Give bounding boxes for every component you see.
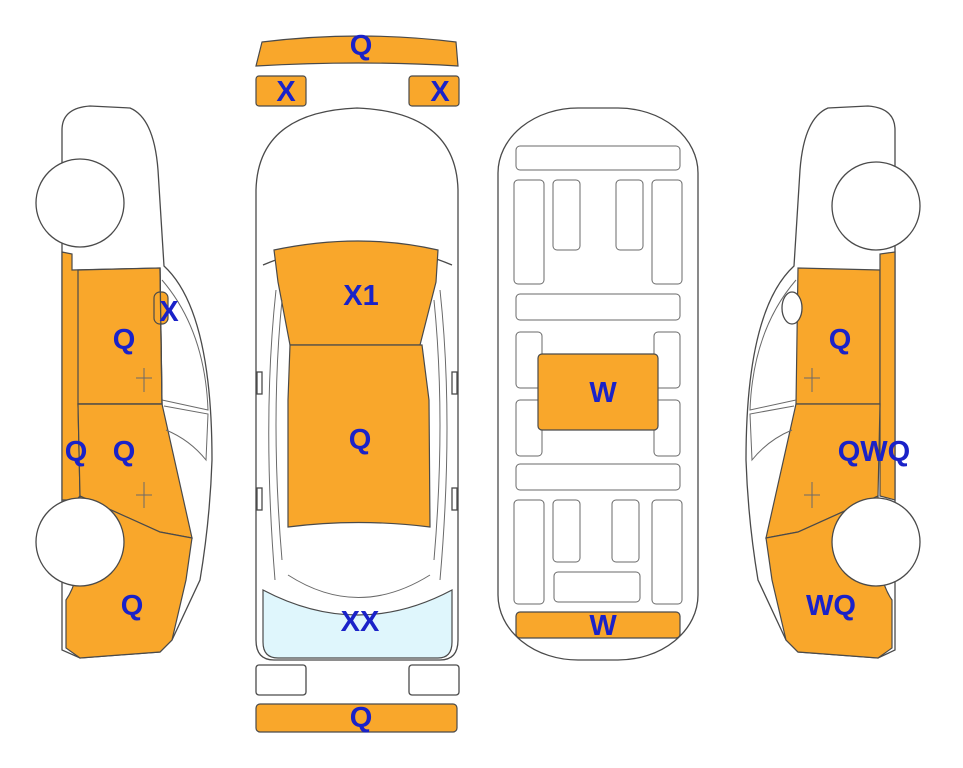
- underbody-right-rail-rear: [651, 499, 683, 605]
- left-front-wheel: [35, 158, 125, 248]
- rear-window-line: [287, 574, 431, 598]
- left-mirror-top: [256, 371, 263, 395]
- right-rear-wheel: [831, 497, 921, 587]
- right-mirror-top: [451, 371, 458, 395]
- right-headlight-panel[interactable]: [408, 75, 460, 107]
- underbody-front-bar: [515, 145, 681, 171]
- hood-panel[interactable]: [273, 240, 439, 346]
- label-right-rear-door: QWQ: [838, 436, 911, 468]
- left-side-contour: [268, 289, 277, 581]
- underbody-slot-3: [552, 499, 581, 563]
- right-handle-front: [804, 368, 820, 392]
- label-left-front-door: Q: [113, 324, 136, 356]
- left-handle-front: [136, 368, 152, 392]
- left-taillight: [255, 664, 307, 696]
- label-front-bumper: Q: [350, 30, 373, 62]
- label-hood: X1: [343, 280, 378, 312]
- right-window: [749, 279, 797, 411]
- underbody-rear-bar: [553, 571, 641, 603]
- label-roof: Q: [349, 424, 372, 456]
- label-left-rear-fender: Q: [121, 590, 144, 622]
- left-side-view: [35, 105, 213, 659]
- roof-panel[interactable]: [287, 344, 431, 528]
- label-left-rocker: Q: [65, 436, 88, 468]
- underbody-view: [497, 107, 699, 661]
- underbody-cross-bar-1: [515, 293, 681, 321]
- underbody-slot-4: [611, 499, 640, 563]
- right-side-view: [745, 105, 921, 659]
- label-left-headlight: X: [276, 76, 296, 108]
- left-door-split: [159, 267, 163, 405]
- right-handle-rear: [804, 482, 820, 508]
- right-mirror: [781, 291, 803, 325]
- underbody-slot-1: [552, 179, 581, 251]
- rear-bumper-panel[interactable]: [255, 703, 458, 733]
- left-headlight-panel[interactable]: [255, 75, 307, 107]
- top-view: [255, 35, 460, 733]
- label-underbody-center: W: [589, 377, 617, 409]
- right-side-contour: [439, 289, 448, 581]
- label-rear-window: XX: [341, 606, 380, 638]
- underbody-left-rail-rear: [513, 499, 545, 605]
- rear-window-panel[interactable]: [262, 589, 453, 659]
- label-right-rear-fender: WQ: [806, 590, 856, 622]
- left-window-rear: [163, 405, 209, 462]
- label-rear-bumper: Q: [350, 702, 373, 734]
- right-window-rear: [749, 405, 795, 462]
- underbody-rear-panel[interactable]: [515, 611, 681, 639]
- label-left-mirror: X: [159, 296, 179, 328]
- underbody-center-panel[interactable]: [537, 353, 659, 431]
- right-side-contour-inner: [433, 299, 441, 561]
- underbody-slot-2: [615, 179, 644, 251]
- left-rear-wheel: [35, 497, 125, 587]
- left-window: [161, 279, 209, 411]
- damage-labels: Q X X X1 Q XX Q Q X Q Q Q W W Q QWQ WQ: [65, 30, 911, 734]
- left-rear-mirror-top: [256, 487, 263, 511]
- underbody-cross-bar-2: [515, 463, 681, 491]
- right-rear-mirror-top: [451, 487, 458, 511]
- label-left-rear-door: Q: [113, 436, 136, 468]
- label-right-headlight: X: [430, 76, 450, 108]
- left-handle-rear: [136, 482, 152, 508]
- right-front-fender-panel[interactable]: [879, 251, 896, 501]
- label-underbody-rear: W: [589, 610, 617, 642]
- left-side-contour-inner: [275, 299, 283, 561]
- underbody-right-rail-front: [651, 179, 683, 285]
- underbody-left-rail-front: [513, 179, 545, 285]
- right-front-wheel: [831, 161, 921, 251]
- front-bumper-panel[interactable]: [255, 35, 459, 67]
- label-right-front-door: Q: [829, 324, 852, 356]
- right-taillight: [408, 664, 460, 696]
